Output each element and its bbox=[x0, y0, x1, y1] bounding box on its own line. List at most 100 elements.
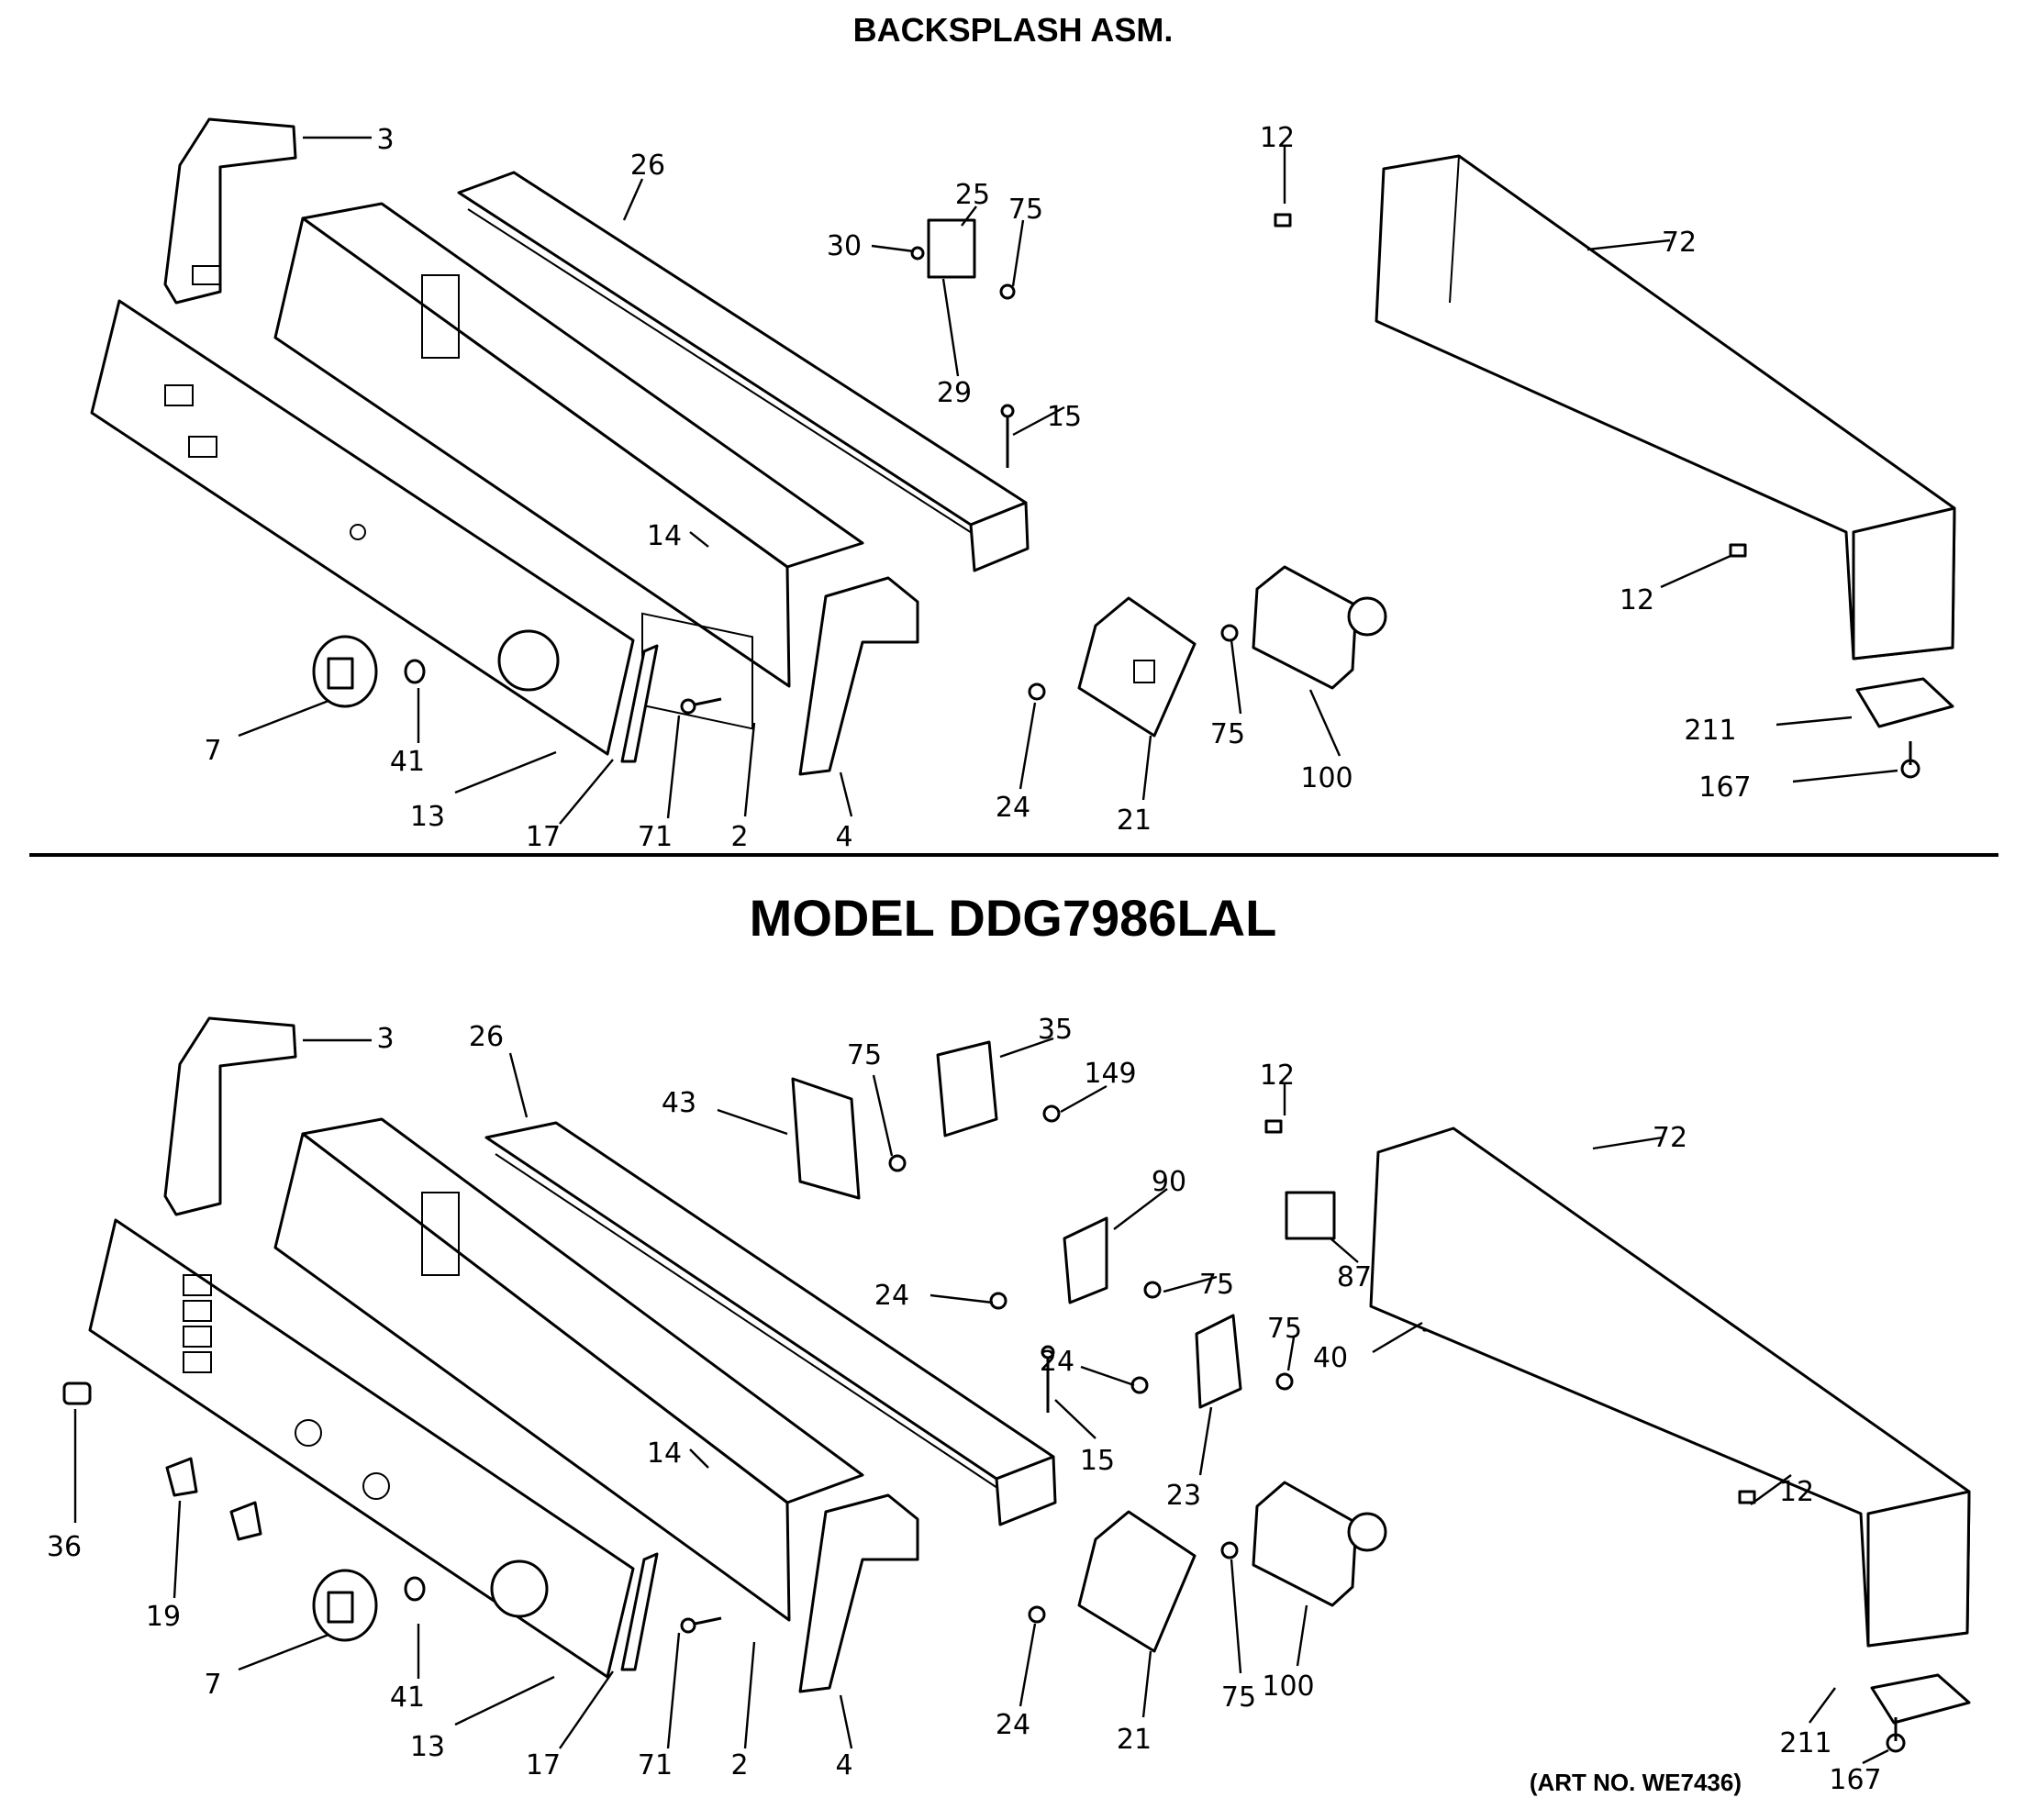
callout-label: 17 bbox=[526, 1749, 561, 1781]
callout-label: 17 bbox=[526, 821, 561, 853]
console-frame bbox=[273, 202, 864, 730]
callout-label: 75 bbox=[1008, 194, 1043, 226]
callout-label: 29 bbox=[937, 377, 972, 409]
leader-line bbox=[1660, 554, 1731, 589]
callout-label: 75 bbox=[1210, 718, 1245, 750]
backsplash-housing bbox=[1369, 1126, 1971, 1648]
end-cap-left bbox=[163, 1016, 297, 1216]
callout-label: 25 bbox=[955, 179, 990, 211]
callout-label: 7 bbox=[204, 1669, 221, 1701]
leader-line bbox=[1011, 219, 1025, 287]
leader-line bbox=[839, 771, 853, 817]
end-cap-right bbox=[798, 1493, 919, 1693]
callout-label: 21 bbox=[1117, 1724, 1152, 1756]
leader-line bbox=[839, 1694, 853, 1749]
callout-label: 2 bbox=[730, 1749, 748, 1781]
callout-label: 71 bbox=[638, 821, 673, 853]
callout-label: 41 bbox=[390, 1681, 425, 1714]
model-title: MODEL DDG7986LAL bbox=[749, 889, 1277, 947]
callout-label: 90 bbox=[1152, 1166, 1186, 1198]
callout-label: 36 bbox=[47, 1531, 82, 1563]
leader-line bbox=[689, 531, 709, 548]
control-panel bbox=[90, 299, 635, 756]
art-number: (ART NO. WE7436) bbox=[1529, 1769, 1742, 1796]
leader-line bbox=[1286, 1337, 1296, 1371]
callout-label: 35 bbox=[1038, 1014, 1073, 1046]
leader-line bbox=[1296, 1604, 1308, 1667]
timer bbox=[1252, 565, 1387, 690]
leader-line bbox=[666, 715, 681, 819]
callout-label: 26 bbox=[469, 1021, 504, 1053]
callout-label: 30 bbox=[827, 230, 862, 262]
leader-line bbox=[1019, 702, 1037, 790]
leader-line bbox=[454, 750, 557, 794]
end-cap-right bbox=[798, 576, 919, 776]
leader-line bbox=[238, 1633, 329, 1671]
callout-label: 40 bbox=[1313, 1342, 1348, 1374]
control-knob bbox=[312, 635, 378, 708]
console-frame bbox=[273, 1117, 864, 1622]
leader-line bbox=[930, 1293, 994, 1304]
leader-line bbox=[872, 1074, 894, 1157]
callout-label: 24 bbox=[996, 792, 1030, 824]
callout-label: 75 bbox=[1199, 1269, 1234, 1301]
callout-label: 211 bbox=[1684, 715, 1736, 747]
leader-line bbox=[1330, 1237, 1359, 1263]
callout-label: 71 bbox=[638, 1749, 673, 1781]
leader-line bbox=[717, 1108, 788, 1136]
callout-label: 167 bbox=[1698, 771, 1751, 804]
callout-label: 4 bbox=[835, 821, 852, 853]
callout-label: 41 bbox=[390, 746, 425, 778]
leader-line bbox=[961, 205, 977, 227]
leader-line bbox=[454, 1675, 555, 1726]
callout-label: 72 bbox=[1662, 227, 1697, 259]
leader-line bbox=[173, 1500, 182, 1599]
control-knob bbox=[312, 1569, 378, 1642]
leader-line bbox=[238, 699, 329, 738]
leader-line bbox=[559, 759, 614, 825]
end-cap-left bbox=[163, 117, 297, 305]
callout-label: 75 bbox=[847, 1039, 882, 1071]
leader-line bbox=[1308, 689, 1341, 757]
section-divider bbox=[29, 853, 1998, 857]
leader-line bbox=[1230, 1559, 1242, 1674]
leader-line bbox=[1113, 1188, 1168, 1230]
callout-label: 24 bbox=[1040, 1346, 1074, 1378]
callout-label: 72 bbox=[1653, 1122, 1687, 1154]
callout-label: 23 bbox=[1166, 1480, 1201, 1512]
callout-label: 12 bbox=[1779, 1476, 1814, 1508]
callout-label: 24 bbox=[874, 1280, 909, 1312]
diagram-title: BACKSPLASH ASM. bbox=[852, 11, 1174, 49]
leader-line bbox=[1054, 1399, 1096, 1439]
callout-label: 4 bbox=[835, 1749, 852, 1781]
callout-label: 87 bbox=[1337, 1261, 1372, 1293]
callout-label: 43 bbox=[662, 1087, 696, 1119]
leader-line bbox=[1862, 1748, 1889, 1765]
callout-label: 3 bbox=[376, 124, 394, 156]
leader-line bbox=[559, 1670, 614, 1749]
callout-label: 167 bbox=[1829, 1764, 1881, 1796]
leader-line bbox=[1776, 716, 1853, 727]
leader-line bbox=[743, 722, 756, 817]
callout-label: 7 bbox=[204, 735, 221, 767]
callout-label: 149 bbox=[1084, 1058, 1136, 1090]
callout-label: 13 bbox=[410, 1731, 445, 1763]
leader-line bbox=[689, 1448, 709, 1469]
leader-line bbox=[1141, 735, 1152, 801]
callout-label: 12 bbox=[1260, 1060, 1295, 1092]
callout-label: 12 bbox=[1620, 584, 1654, 616]
callout-label: 26 bbox=[630, 150, 665, 182]
leader-line bbox=[622, 178, 644, 221]
leader-line bbox=[1372, 1321, 1423, 1354]
leader-line bbox=[1141, 1650, 1152, 1718]
leader-line bbox=[743, 1641, 756, 1749]
backsplash-housing bbox=[1375, 154, 1956, 660]
callout-label: 13 bbox=[410, 801, 445, 833]
callout-label: 100 bbox=[1300, 762, 1353, 794]
leader-line bbox=[1792, 769, 1898, 783]
trim-strip bbox=[484, 1121, 1057, 1526]
leader-line bbox=[1012, 405, 1065, 437]
callout-label: 75 bbox=[1221, 1681, 1256, 1714]
